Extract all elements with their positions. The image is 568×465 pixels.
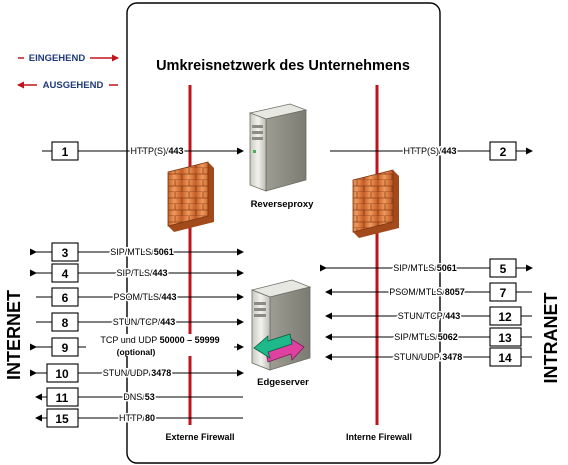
- reverse-proxy-label: Reverseproxy: [251, 199, 315, 210]
- connection-13: 13 SIP/MTLS/5062: [393, 327, 522, 347]
- connection-7-number: 7: [500, 286, 507, 300]
- connection-10-number: 10: [55, 367, 69, 381]
- connection-9-note: (optional): [117, 347, 156, 357]
- connection-1-number: 1: [62, 145, 69, 159]
- connection-15: 15 HTTP/80: [46, 408, 157, 428]
- connection-12-label: STUN/TCP/443: [398, 311, 461, 321]
- connection-2-number: 2: [500, 145, 507, 159]
- connection-13-label: SIP/MTLS/5062: [394, 332, 458, 342]
- connection-11-number: 11: [56, 391, 69, 405]
- connection-13-number: 13: [498, 331, 512, 345]
- edge-transfer-arrows-icon: [253, 333, 305, 363]
- diagram-title: Umkreisnetzwerk des Unternehmens: [156, 58, 410, 74]
- legend: EINGEHEND AUSGEHEND: [17, 51, 119, 91]
- connection-7: 7 PSOM/MTLS/8057: [388, 282, 517, 302]
- connection-5-number: 5: [500, 262, 507, 276]
- connection-4-label: SIP/TLS/443: [116, 268, 167, 278]
- internet-label: INTERNET: [4, 290, 24, 380]
- connection-15-number: 15: [55, 412, 69, 426]
- connection-8-number: 8: [62, 316, 69, 330]
- connection-1-label: HTTP(S)/443: [130, 146, 183, 156]
- connection-10-label: STUN/UDP/3478: [103, 368, 172, 378]
- connection-5: 5 SIP/MTLS/5061: [392, 258, 517, 278]
- edge-server-label: Edgeserver: [257, 377, 309, 388]
- connection-3-label: SIP/MTLS/5061: [110, 247, 174, 257]
- legend-inbound-label: EINGEHEND: [29, 53, 86, 64]
- connection-1: 1 HTTP(S)/443: [51, 141, 185, 161]
- connection-9-label: TCP und UDP 50000 – 59999: [100, 335, 219, 345]
- connection-7-label: PSOM/MTLS/8057: [389, 287, 465, 297]
- intranet-label: INTRANET: [541, 293, 561, 384]
- connection-6: 6 PSOM/TLS/443: [51, 287, 178, 307]
- external-firewall-label: Externe Firewall: [165, 432, 234, 442]
- reverse-proxy-server-icon: [248, 103, 308, 192]
- connection-4-number: 4: [62, 267, 69, 281]
- connection-8: 8 STUN/TCP/443: [51, 312, 177, 332]
- internal-firewall-icon: [352, 169, 399, 238]
- connection-12: 12 STUN/TCP/443: [396, 306, 522, 326]
- connection-6-label: PSOM/TLS/443: [113, 292, 176, 302]
- legend-outbound-label: AUSGEHEND: [43, 80, 104, 91]
- connection-15-label: HTTP/80: [119, 413, 155, 423]
- connection-8-label: STUN/TCP/443: [113, 317, 176, 327]
- connection-6-number: 6: [62, 291, 69, 305]
- connection-9: 9 TCP und UDP 50000 – 59999 (optional): [51, 334, 234, 357]
- connection-4: 4 SIP/TLS/443: [51, 263, 169, 283]
- connection-12-number: 12: [498, 310, 512, 324]
- connection-3: 3 SIP/MTLS/5061: [51, 242, 175, 262]
- connection-11-label: DNS/53: [123, 392, 155, 402]
- connection-9-number: 9: [62, 341, 69, 355]
- connection-2: 2 HTTP(S)/443: [402, 141, 517, 161]
- internal-firewall-label: Interne Firewall: [346, 432, 412, 442]
- connection-2-label: HTTP(S)/443: [403, 146, 456, 156]
- connection-14: 14 STUN/UDP/3478: [392, 347, 522, 367]
- connection-14-label: STUN/UDP/3478: [394, 352, 463, 362]
- external-firewall-icon: [167, 161, 214, 232]
- connection-11: 11 DNS/53: [46, 387, 156, 407]
- connection-10: 10 STUN/UDP/3478: [46, 363, 173, 383]
- connection-14-number: 14: [498, 351, 512, 365]
- connection-5-label: SIP/MTLS/5061: [393, 263, 457, 273]
- connection-3-number: 3: [62, 246, 69, 260]
